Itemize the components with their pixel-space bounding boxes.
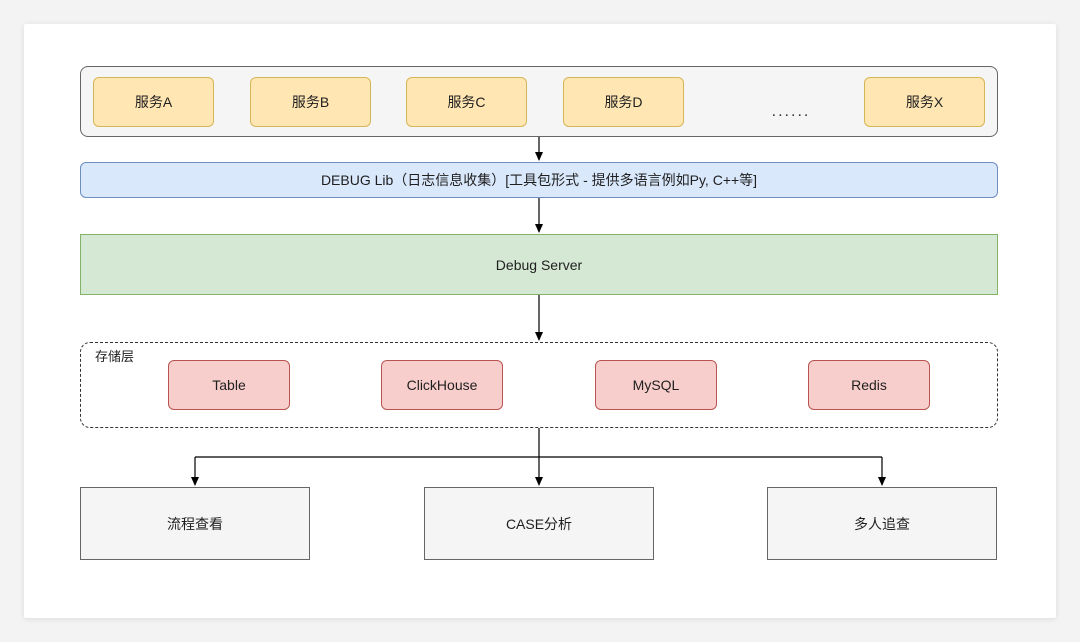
service-d-label: 服务D [604, 94, 643, 110]
service-a-box: 服务A [93, 77, 214, 127]
storage-clickhouse-box: ClickHouse [381, 360, 503, 410]
debug-server-label: Debug Server [495, 256, 583, 273]
storage-redis-box: Redis [808, 360, 930, 410]
feature-case-analysis-box: CASE分析 [424, 487, 654, 560]
services-group [80, 66, 998, 137]
service-x-box: 服务X [864, 77, 985, 127]
storage-redis-label: Redis [851, 377, 887, 393]
service-d-box: 服务D [563, 77, 684, 127]
feature-flow-view-label: 流程查看 [167, 515, 223, 532]
feature-multi-trace-box: 多人追查 [767, 487, 997, 560]
storage-table-box: Table [168, 360, 290, 410]
storage-clickhouse-label: ClickHouse [406, 377, 478, 393]
service-b-label: 服务B [291, 94, 330, 110]
service-c-label: 服务C [447, 94, 486, 110]
feature-multi-trace-label: 多人追查 [854, 515, 910, 532]
storage-mysql-label: MySQL [632, 377, 680, 393]
storage-table-label: Table [212, 377, 246, 393]
services-ellipsis: ...... [771, 103, 811, 120]
service-x-label: 服务X [905, 94, 944, 110]
feature-case-analysis-label: CASE分析 [505, 515, 573, 532]
storage-mysql-box: MySQL [595, 360, 717, 410]
service-b-box: 服务B [250, 77, 371, 127]
storage-layer-title: 存储层 [95, 349, 135, 364]
service-a-label: 服务A [134, 94, 173, 110]
debug-server-box: Debug Server [80, 234, 998, 295]
service-c-box: 服务C [406, 77, 527, 127]
debug-lib-box: DEBUG Lib（日志信息收集）[工具包形式 - 提供多语言例如Py, C++… [80, 162, 998, 198]
feature-flow-view-box: 流程查看 [80, 487, 310, 560]
debug-lib-label: DEBUG Lib（日志信息收集）[工具包形式 - 提供多语言例如Py, C++… [320, 172, 758, 188]
